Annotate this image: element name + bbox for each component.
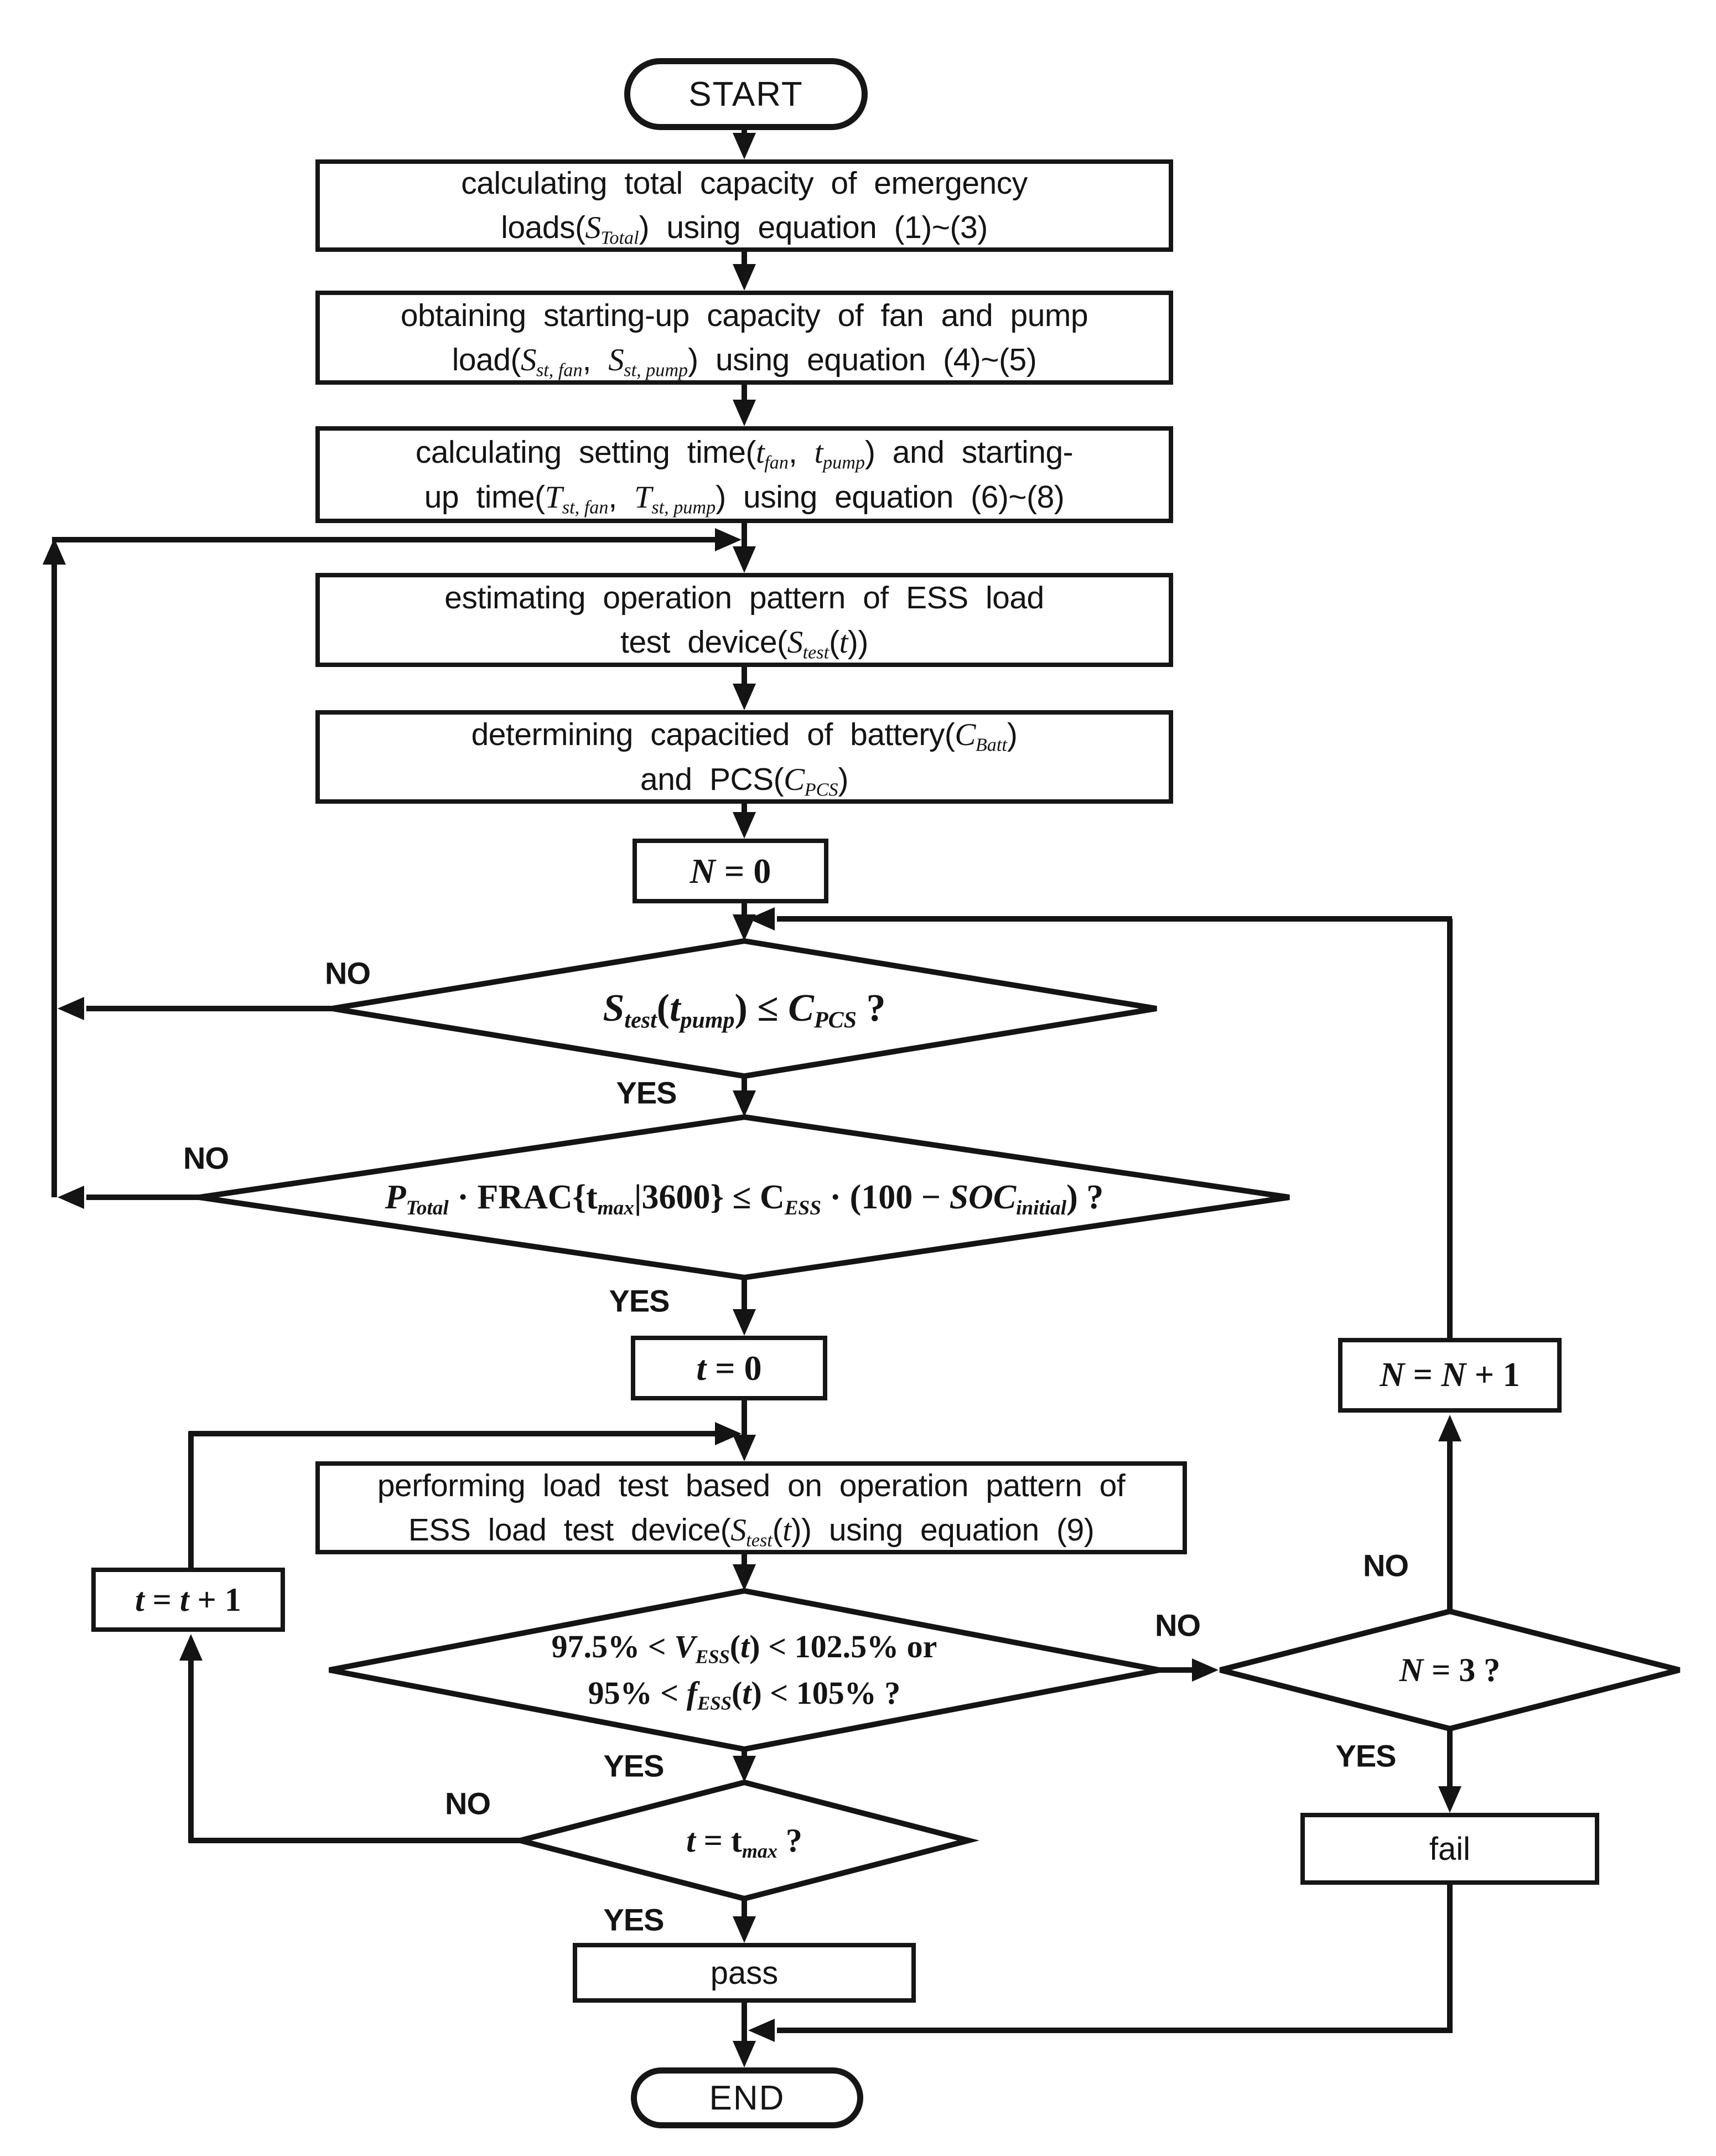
arrowhead-down	[733, 1090, 756, 1117]
process-text-line: determining capacitied of battery(CBatt)	[471, 716, 1018, 755]
arrowhead-down	[733, 1756, 756, 1782]
process-determine-capacity: determining capacitied of battery(CBatt)…	[315, 710, 1173, 804]
process-text-line: up time(Tst, fan, Tst, pump) using equat…	[424, 479, 1065, 518]
label-no-decision-tmax: NO	[445, 1786, 491, 1821]
start-terminal: START	[624, 58, 868, 130]
arrowhead-down	[733, 684, 756, 710]
decision-n3-text: N = 3 ?	[1220, 1611, 1679, 1729]
process-n-increment: N = N + 1	[1338, 1338, 1562, 1413]
decision-stest-shape	[331, 938, 1157, 1079]
process-text-line: and PCS(CPCS)	[640, 761, 848, 800]
decision-text-line: Stest(tpump) ≤ CPCS ?	[603, 987, 886, 1033]
label-yes-decision-energy: YES	[609, 1283, 670, 1319]
arrowhead-right	[1192, 1658, 1219, 1682]
arrowhead-down	[733, 400, 756, 426]
process-pass: pass	[573, 1943, 916, 2003]
process-estimate-pattern: estimating operation pattern of ESS load…	[315, 573, 1173, 667]
label-yes-decision-limits: YES	[603, 1748, 664, 1783]
decision-text-line: PTotal · FRAC{tmax|3600} ≤ CESS · (100 −…	[385, 1178, 1104, 1219]
process-text-line: t = 0	[696, 1348, 762, 1388]
process-text-line: fail	[1429, 1831, 1471, 1867]
process-text-line: performing load test based on operation …	[377, 1467, 1126, 1503]
decision-energy-text: PTotal · FRAC{tmax|3600} ≤ CESS · (100 −…	[199, 1117, 1289, 1278]
process-text-line: calculating total capacity of emergency	[461, 166, 1028, 201]
arrowhead-right	[715, 528, 742, 551]
label-no-decision-n3: NO	[1363, 1548, 1409, 1583]
label-yes-decision-stest: YES	[616, 1075, 677, 1110]
label-no-decision-limits: NO	[1155, 1607, 1201, 1643]
arrowhead-down	[733, 264, 756, 291]
label-yes-decision-tmax: YES	[603, 1902, 664, 1937]
process-calc-total-capacity: calculating total capacity of emergency …	[315, 159, 1173, 252]
process-text-line: N = N + 1	[1380, 1356, 1520, 1394]
process-n-init: N = 0	[633, 839, 828, 903]
decision-text-line: 95% < fESS(t) < 105% ?	[588, 1675, 901, 1714]
decision-limits-shape	[329, 1588, 1160, 1752]
arrowhead-up	[43, 538, 66, 565]
decision-n3-shape	[1219, 1608, 1681, 1732]
process-text-line: estimating operation pattern of ESS load	[444, 580, 1044, 616]
arrowhead-down	[733, 1309, 756, 1336]
label-no-decision-energy: NO	[183, 1140, 229, 1176]
arrowhead-down	[733, 546, 756, 573]
end-label: END	[709, 2079, 785, 2117]
arrowhead-down	[733, 812, 756, 839]
arrowhead-down	[733, 2041, 756, 2067]
process-text-line: load(Sst, fan, Sst, pump) using equation…	[452, 342, 1037, 380]
process-text-line: test device(Stest(t))	[620, 624, 868, 663]
process-obtain-startup-capacity: obtaining starting-up capacity of fan an…	[315, 291, 1173, 385]
decision-limits-text: 97.5% < VESS(t) < 102.5% or 95% < fESS(t…	[329, 1591, 1159, 1749]
label-yes-decision-n3: YES	[1335, 1738, 1396, 1774]
arrowhead-down	[733, 1435, 756, 1461]
arrowhead-up	[1438, 1415, 1461, 1441]
arrowhead-right	[715, 1422, 742, 1445]
arrowhead-left	[58, 1186, 84, 1209]
arrowhead-down	[733, 133, 756, 159]
arrowhead-down	[1438, 1786, 1461, 1813]
process-t-increment: t = t + 1	[91, 1568, 285, 1632]
arrowhead-up	[179, 1634, 203, 1661]
label-no-decision-stest: NO	[325, 955, 371, 991]
decision-text-line: N = 3 ?	[1399, 1651, 1501, 1688]
decision-text-line: t = tmax ?	[686, 1822, 802, 1862]
arrowhead-down	[733, 1916, 756, 1943]
decision-text-line: 97.5% < VESS(t) < 102.5% or	[551, 1628, 937, 1668]
arrowhead-left	[748, 907, 775, 930]
process-text-line: obtaining starting-up capacity of fan an…	[400, 297, 1088, 333]
process-perform-load-test: performing load test based on operation …	[315, 1461, 1187, 1554]
arrowhead-down	[733, 1564, 756, 1591]
arrowheads	[43, 133, 1461, 2067]
process-calc-setting-time: calculating setting time(tfan, tpump) an…	[315, 426, 1173, 523]
decision-shapes	[199, 938, 1681, 1902]
decision-energy-shape	[199, 1114, 1290, 1281]
decision-tmax-text: t = tmax ?	[520, 1782, 968, 1899]
process-fail: fail	[1300, 1813, 1599, 1885]
arrowhead-left	[748, 2019, 775, 2042]
process-text-line: loads(STotal) using equation (1)~(3)	[501, 210, 988, 249]
decision-stest-text: Stest(tpump) ≤ CPCS ?	[332, 941, 1157, 1076]
start-label: START	[688, 75, 803, 113]
process-t-init: t = 0	[631, 1336, 827, 1400]
process-text-line: pass	[710, 1955, 779, 1991]
process-text-line: calculating setting time(tfan, tpump) an…	[415, 434, 1074, 473]
process-text-line: N = 0	[689, 851, 771, 891]
process-text-line: t = t + 1	[135, 1581, 241, 1618]
edge-lines	[51, 130, 1453, 2043]
arrowhead-down	[733, 914, 756, 941]
arrowhead-left	[58, 997, 84, 1020]
process-text-line: ESS load test device(Stest(t)) using equ…	[408, 1512, 1095, 1550]
end-terminal: END	[631, 2067, 863, 2128]
decision-tmax-shape	[509, 1779, 979, 1902]
